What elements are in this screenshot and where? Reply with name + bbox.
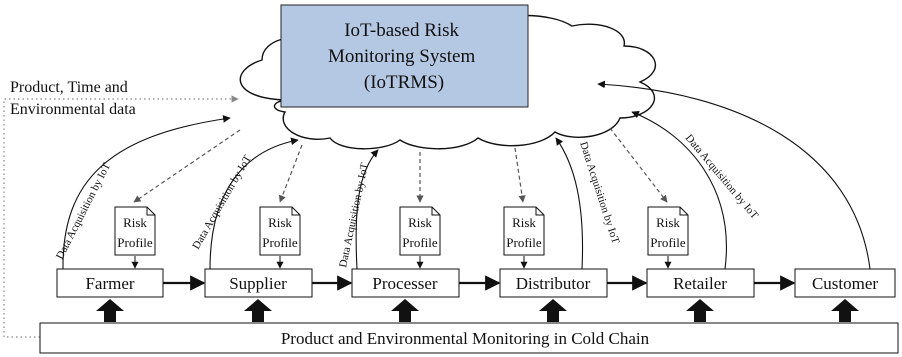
risk-profile-label-2: Profile xyxy=(506,235,542,250)
stage-box-retailer xyxy=(646,268,755,298)
up-arrow-customer xyxy=(831,299,859,322)
risk-arrow-distributor xyxy=(514,147,526,203)
stage-label-retailer: Retailer xyxy=(673,274,727,293)
system-title-line-1: IoT-based Risk xyxy=(344,20,459,41)
monitoring-bar xyxy=(39,322,899,354)
stage-label-distributor: Distributor xyxy=(516,274,591,293)
monitoring-bar-label: Product and Environmental Monitoring in … xyxy=(281,329,650,348)
acquisition-label-processer: Data Acquisition by IoT xyxy=(337,162,371,269)
stage-label-processer: Processer xyxy=(372,274,437,293)
system-title-line-2: Monitoring System xyxy=(328,46,475,67)
risk-profile-label-1: Risk xyxy=(408,215,432,230)
risk-profile-label-1: Risk xyxy=(268,215,292,230)
risk-arrow-farmer xyxy=(133,129,241,203)
system-title-line-3: (IoTRMS) xyxy=(364,72,444,93)
stage-box-processer xyxy=(351,268,460,298)
acquisition-label-farmer: Data Acquisition by IoT xyxy=(54,161,113,262)
stage-label-customer: Customer xyxy=(812,274,878,293)
up-arrow-distributor xyxy=(539,299,567,322)
system-box xyxy=(280,4,529,108)
acquisition-label-distributor: Data Acquisition by IoT xyxy=(577,140,621,245)
risk-profile-label-2: Profile xyxy=(650,235,686,250)
up-arrow-retailer xyxy=(686,299,714,322)
risk-profile-label-2: Profile xyxy=(117,235,153,250)
acquisition-arrow-retailer xyxy=(631,110,727,270)
acquisition-arrow-supplier xyxy=(209,137,299,270)
stage-box-distributor xyxy=(499,268,608,298)
stage-box-customer xyxy=(794,268,896,298)
side-note: Product, Time and Environmental data xyxy=(10,79,136,118)
side-note-line-1: Product, Time and xyxy=(10,79,128,96)
risk-profile-label-1: Risk xyxy=(512,215,536,230)
up-arrow-farmer xyxy=(96,299,124,322)
acquisition-arrow-distributor xyxy=(555,137,584,270)
acquisition-label-supplier: Data Acquisition by IoT xyxy=(190,153,254,252)
stage-box-supplier xyxy=(204,268,313,298)
acquisition-arrow-processer xyxy=(355,149,379,270)
svg-text:IoT-based Risk Monitoring: IoT-based Risk Monitoring System (IoTRMS… xyxy=(328,20,480,93)
risk-profile-label-2: Profile xyxy=(402,235,438,250)
up-arrow-processer xyxy=(391,299,419,322)
risk-profile-label-2: Profile xyxy=(262,235,298,250)
stage-label-farmer: Farmer xyxy=(85,274,134,293)
acquisition-arrow-customer xyxy=(597,80,871,270)
acquisition-arrow-farmer xyxy=(62,115,231,270)
risk-profile-label-1: Risk xyxy=(656,215,680,230)
risk-arrow-retailer xyxy=(609,127,668,203)
dotted-feedback-line xyxy=(3,95,239,338)
risk-profile-label-1: Risk xyxy=(123,215,147,230)
stage-label-supplier: Supplier xyxy=(229,274,287,293)
risk-arrow-supplier xyxy=(278,144,303,203)
side-note-line-2: Environmental data xyxy=(10,101,136,118)
up-arrow-supplier xyxy=(244,299,272,322)
